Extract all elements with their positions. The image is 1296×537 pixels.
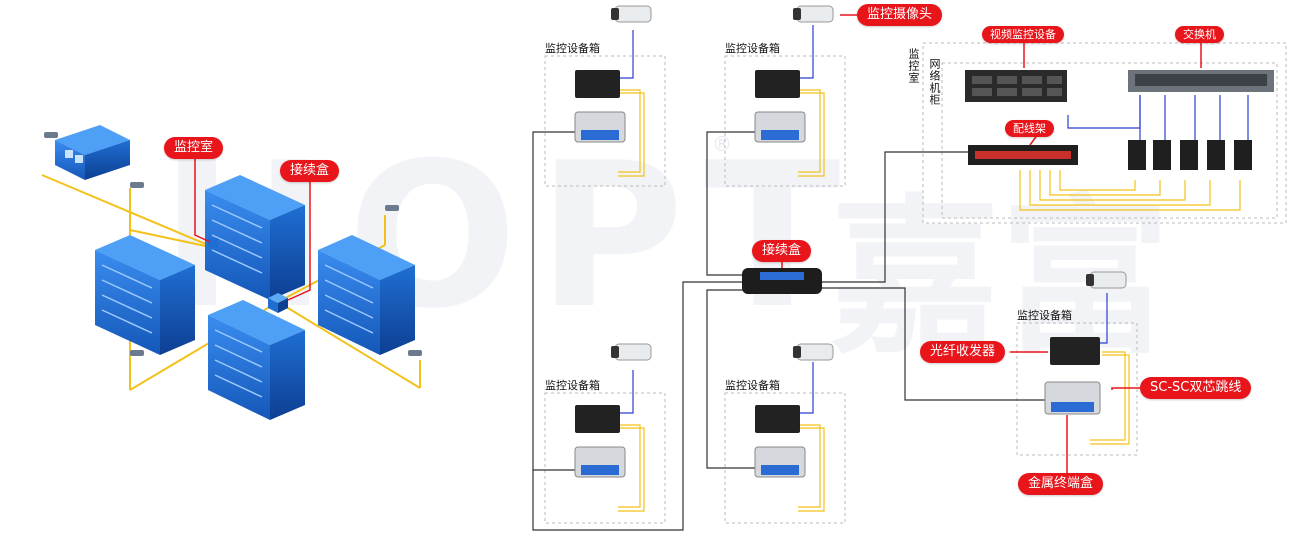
building-a: [205, 175, 305, 300]
tag-sc-jumper: SC-SC双芯跳线: [1140, 377, 1252, 399]
room-box: [208, 238, 218, 248]
splice-closure: [742, 268, 822, 294]
label-equipment-box-2: 监控设备箱: [725, 42, 780, 55]
tag-camera: 监控摄像头: [857, 4, 943, 26]
building-b: [95, 235, 195, 355]
nvr-device: [965, 70, 1067, 102]
tag-metal-terminal-box: 金属终端盒: [1018, 473, 1104, 495]
callout-lines: [781, 14, 1202, 474]
splice-box-cube: [268, 293, 288, 313]
campus-cameras: [44, 132, 422, 356]
label-equipment-box-5: 监控设备箱: [1017, 309, 1072, 322]
tag-patch-panel: 配线架: [1005, 120, 1054, 137]
rack-devices: [965, 70, 1274, 170]
rack-transceivers: [1128, 140, 1252, 170]
cameras: [611, 5, 1127, 361]
campus-scene: [41, 125, 422, 420]
label-monitor-room-vertical: 监控室: [907, 48, 920, 84]
trunk-cables: [532, 131, 1047, 531]
watermark-registered: ®: [712, 132, 732, 156]
label-equipment-box-3: 监控设备箱: [545, 379, 600, 392]
tag-splice-box-left: 接续盒: [280, 160, 340, 182]
tag-splice-box-right: 接续盒: [752, 240, 812, 262]
monitor-room-building: [55, 125, 130, 180]
tag-monitor-room: 监控室: [164, 137, 224, 159]
dashed-enclosures: [544, 42, 1287, 524]
jumper-lines: [618, 89, 1241, 512]
building-c: [318, 235, 415, 355]
building-d: [208, 300, 305, 420]
label-network-cabinet: 网络机柜: [928, 58, 941, 106]
label-equipment-box-1: 监控设备箱: [545, 42, 600, 55]
tag-video-device: 视频监控设备: [982, 26, 1064, 43]
label-equipment-box-4: 监控设备箱: [725, 379, 780, 392]
transceivers: [575, 70, 1100, 433]
camera-links: [620, 25, 1249, 414]
tag-switch: 交换机: [1175, 26, 1224, 43]
tag-optical-transceiver: 光纤收发器: [920, 341, 1006, 363]
terminal-boxes: [574, 111, 1101, 478]
